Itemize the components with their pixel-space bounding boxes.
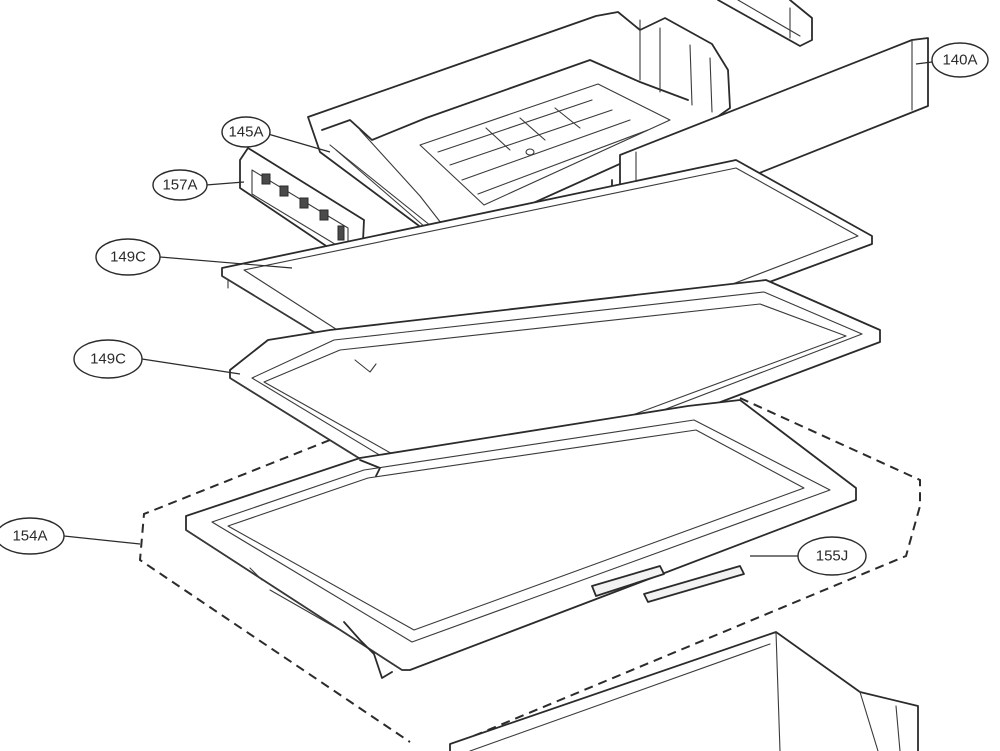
callout-label: 149C [90, 351, 126, 368]
callout-label: 154A [12, 528, 47, 545]
part-bottom-frame-154A [185, 399, 857, 679]
assembly-boundary-154A [138, 397, 921, 746]
callout-149C-top: 149C [95, 238, 161, 276]
callout-140A: 140A [931, 42, 989, 78]
callout-label: 149C [110, 249, 146, 266]
callout-label: 155J [816, 548, 849, 565]
callout-157A: 157A [152, 169, 208, 201]
part-bracket-top-right [717, 0, 813, 47]
leader-149C-bottom [141, 358, 241, 375]
leader-157A [205, 181, 245, 186]
leader-154A [63, 535, 141, 545]
callout-155J: 155J [797, 536, 867, 576]
callout-154A: 154A [0, 517, 65, 555]
callout-145A: 145A [221, 116, 271, 148]
callout-label: 157A [162, 177, 197, 194]
part-crisper-bin-bottom [449, 631, 919, 751]
callout-label: 145A [228, 124, 263, 141]
leader-140A [915, 61, 933, 65]
callout-149C-bottom: 149C [73, 339, 143, 379]
callout-label: 140A [942, 52, 977, 69]
leader-149C-top [159, 256, 293, 269]
leader-145A [267, 133, 331, 153]
